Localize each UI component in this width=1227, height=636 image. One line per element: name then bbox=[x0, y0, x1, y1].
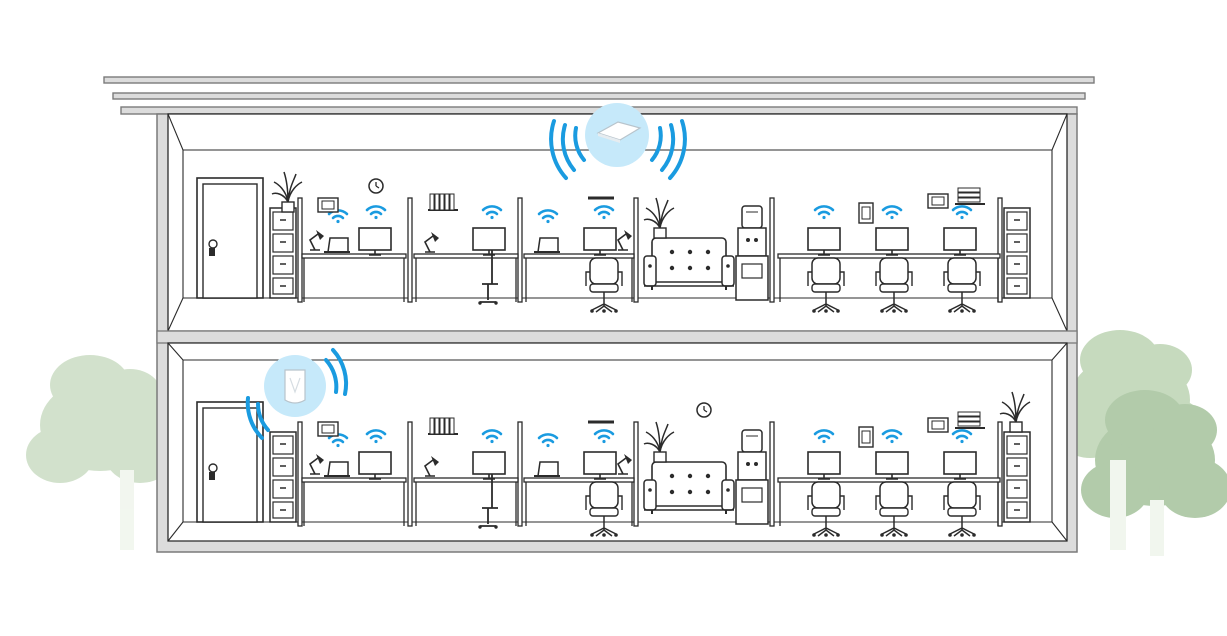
roof bbox=[103, 76, 1095, 115]
desk-leg bbox=[415, 482, 517, 526]
door-icon bbox=[196, 177, 264, 299]
desk bbox=[301, 253, 407, 259]
upper-floor bbox=[196, 171, 1031, 314]
desk-leg bbox=[525, 482, 633, 526]
cubicle-partition bbox=[407, 421, 413, 527]
access-point-lower bbox=[245, 348, 349, 440]
filing-cabinet bbox=[1003, 207, 1031, 299]
picture-frame bbox=[858, 426, 874, 448]
desk bbox=[523, 253, 635, 259]
desk bbox=[301, 477, 407, 483]
access-point-icon[interactable] bbox=[284, 369, 306, 404]
desk-leg bbox=[779, 258, 999, 302]
cubicle-partition bbox=[633, 421, 639, 527]
wifi-signal-right-icon bbox=[650, 119, 687, 180]
picture-frame bbox=[927, 417, 949, 433]
cubicle-partition bbox=[997, 197, 1003, 303]
cubicle-partition bbox=[769, 197, 775, 303]
desk bbox=[413, 477, 519, 483]
cubicle-partition bbox=[769, 421, 775, 527]
filing-cabinet bbox=[269, 431, 297, 523]
filing-cabinet bbox=[269, 207, 297, 299]
filing-cabinet bbox=[1003, 431, 1031, 523]
access-point-upper bbox=[549, 103, 687, 180]
picture-frame bbox=[858, 202, 874, 224]
lower-floor bbox=[196, 391, 1031, 538]
tree-right bbox=[1056, 330, 1227, 556]
desk-leg bbox=[779, 482, 999, 526]
access-point-icon[interactable] bbox=[596, 121, 642, 143]
desk-leg bbox=[525, 258, 633, 302]
cubicle-partition bbox=[517, 421, 523, 527]
bookshelf bbox=[428, 417, 458, 435]
desk bbox=[413, 253, 519, 259]
sofa bbox=[643, 237, 735, 291]
clock-icon bbox=[696, 402, 712, 418]
desk-leg bbox=[303, 482, 405, 526]
wifi-signal-right-icon bbox=[324, 348, 349, 396]
cubicle-partition bbox=[297, 421, 303, 527]
desk-leg bbox=[303, 258, 405, 302]
paper-stack bbox=[955, 411, 985, 429]
desk bbox=[523, 477, 635, 483]
wifi-signal-left-icon bbox=[245, 396, 270, 440]
sofa bbox=[643, 461, 735, 515]
picture-frame bbox=[317, 197, 339, 213]
tree-left bbox=[26, 355, 176, 550]
picture-frame bbox=[317, 421, 339, 437]
cubicle-partition bbox=[297, 197, 303, 303]
clock-icon bbox=[368, 178, 384, 194]
door-icon bbox=[196, 401, 264, 523]
cubicle-partition bbox=[517, 197, 523, 303]
cubicle-partition bbox=[633, 197, 639, 303]
picture-frame bbox=[927, 193, 949, 209]
paper-stack bbox=[955, 187, 985, 205]
cubicle-partition bbox=[407, 197, 413, 303]
wifi-signal-left-icon bbox=[549, 119, 586, 180]
bookshelf bbox=[428, 193, 458, 211]
cubicle-partition bbox=[997, 421, 1003, 527]
desk-leg bbox=[415, 258, 517, 302]
